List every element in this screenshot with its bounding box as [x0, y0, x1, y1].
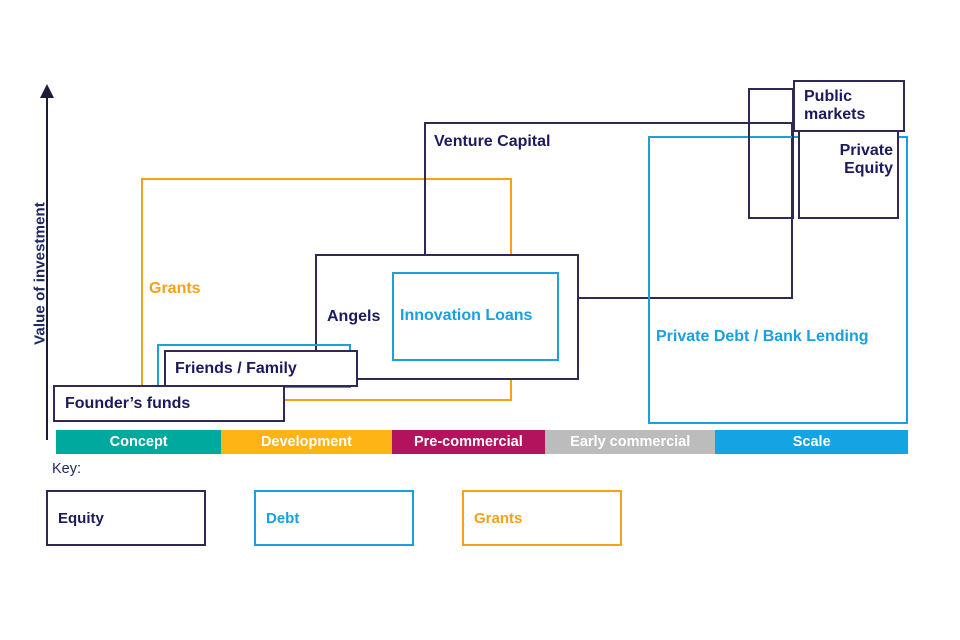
stage-bar: Concept Development Pre-commercial Early… [56, 430, 908, 454]
box-private-debt-label: Private Debt / Bank Lending [656, 328, 869, 345]
stage-label-early-commercial: Early commercial [570, 434, 691, 450]
stage-label-scale: Scale [792, 434, 831, 450]
box-public-markets-label: Public markets [804, 88, 866, 124]
stage-label-pre-commercial: Pre-commercial [413, 434, 523, 450]
box-private-debt[interactable]: Private Debt / Bank Lending [648, 136, 908, 424]
box-friends-family-label: Friends / Family [175, 360, 297, 377]
key-title: Key: [52, 461, 82, 477]
stage-segment-concept[interactable]: Concept [56, 430, 222, 454]
box-founders-funds[interactable]: Founder’s funds [53, 385, 285, 422]
box-venture-capital-label: Venture Capital [434, 133, 551, 150]
stage-segment-pre-commercial[interactable]: Pre-commercial [391, 430, 546, 454]
y-axis-arrow-icon [40, 84, 54, 98]
key-item-debt-label: Debt [266, 510, 300, 527]
key-item-equity-label: Equity [58, 510, 104, 527]
box-private-equity-label: Private Equity [839, 142, 893, 178]
key-item-equity[interactable]: Equity [46, 490, 206, 546]
box-angels-label: Angels [327, 308, 381, 325]
key-item-grants-label: Grants [474, 510, 523, 527]
y-axis-label: Value of investment [31, 202, 49, 345]
stage-segment-scale[interactable]: Scale [715, 430, 908, 454]
key-item-grants[interactable]: Grants [462, 490, 622, 546]
box-innovation-loans[interactable]: Innovation Loans [392, 272, 559, 361]
box-friends-family[interactable]: Friends / Family [164, 350, 358, 387]
stage-label-development: Development [260, 434, 352, 450]
box-private-equity[interactable]: Private Equity [798, 126, 899, 219]
stage-segment-development[interactable]: Development [221, 430, 392, 454]
box-innovation-loans-label: Innovation Loans [400, 307, 533, 324]
stage-segment-early-commercial[interactable]: Early commercial [545, 430, 716, 454]
key-item-debt[interactable]: Debt [254, 490, 414, 546]
box-grants-label: Grants [149, 280, 201, 297]
box-public-markets-outer[interactable] [748, 88, 794, 219]
box-founders-funds-label: Founder’s funds [65, 395, 191, 412]
box-public-markets[interactable]: Public markets [793, 80, 905, 132]
stage-label-concept: Concept [109, 434, 168, 450]
y-axis-line [46, 95, 48, 440]
